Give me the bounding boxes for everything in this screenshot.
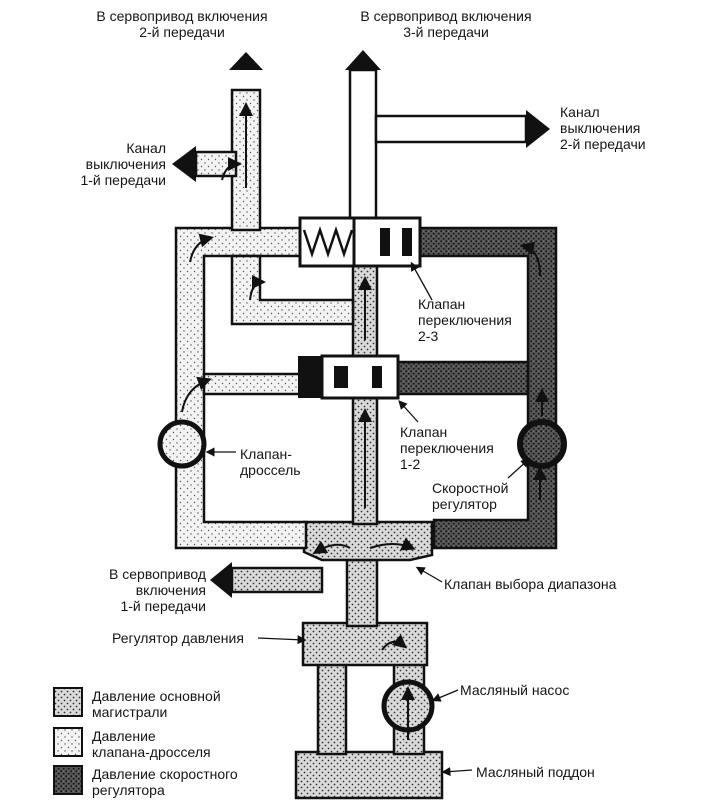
throttle-valve-ball (157, 419, 207, 469)
governor-channels (396, 226, 558, 550)
label-servo-1: В сервопривод включения 1-й передачи (109, 566, 206, 614)
leader-oil-pan (441, 766, 473, 777)
label-pressure-regulator: Регулятор давления (112, 630, 244, 646)
leader-speed-regulator (507, 458, 530, 479)
label-oil-pump: Масляный насос (460, 682, 570, 698)
pressure-regulator-body (301, 621, 429, 667)
servo-1-outlet (230, 566, 324, 594)
legend-label-main: Давление основной магистрали (92, 688, 221, 720)
label-speed-regulator: Скоростной регулятор (432, 480, 509, 512)
supply-stem (345, 558, 379, 628)
arrow-left-channel-off-1 (172, 146, 196, 182)
channel-off-1-line (194, 150, 238, 178)
speed-regulator-ball (517, 419, 567, 469)
label-range-valve: Клапан выбора диапазона (444, 576, 617, 592)
arrow-right-channel-off-2 (526, 110, 550, 148)
valve-23-spool (298, 216, 422, 268)
legend-label-governor: Давление скоростного регулятора (92, 766, 238, 798)
valve12-link (202, 372, 302, 396)
leader-pressure-regulator (257, 635, 307, 645)
label-top-servo-2: В сервопривод включения 2-й передачи (96, 8, 268, 40)
arrow-left-servo-1 (210, 562, 232, 598)
label-top-servo-3: В сервопривод включения 3-й передачи (360, 8, 532, 40)
leader-lines (205, 261, 530, 777)
servo-3-line (348, 68, 378, 232)
label-throttle-valve: Клапан- дроссель (240, 446, 301, 478)
arrow-up-servo-2 (229, 52, 263, 70)
range-valve-body (302, 520, 434, 562)
label-channel-off-2: Канал выключения 2-й передачи (560, 104, 646, 152)
valve-12-spool (298, 354, 400, 400)
legend-swatch-throttle (53, 727, 83, 757)
pump-loop-left (316, 660, 348, 756)
legend-swatch-main (53, 687, 83, 717)
label-valve-23: Клапан переключения 2-3 (418, 296, 512, 344)
label-channel-off-1: Канал выключения 1-й передачи (80, 140, 166, 188)
legend-swatch-governor (53, 765, 83, 795)
arrow-up-servo-3 (345, 50, 381, 70)
valve-23-spring (302, 226, 354, 258)
leader-valve-12 (398, 400, 419, 423)
output-arrows (172, 50, 550, 598)
throttle-channels (174, 88, 355, 550)
throttle-inner-branch (230, 254, 355, 326)
leader-oil-pump (431, 689, 459, 702)
leader-range-valve (415, 566, 443, 583)
valve12-right-cylinder (396, 360, 530, 396)
leader-valve-23 (410, 261, 433, 301)
legend-swatches (53, 687, 83, 795)
flow-arrows (181, 102, 549, 740)
label-oil-pan: Масляный поддон (476, 764, 595, 780)
oil-pan (294, 750, 444, 800)
channel-off-2-line (374, 114, 528, 144)
legend-label-throttle: Давление клапана-дросселя (92, 728, 211, 760)
label-valve-12: Клапан переключения 1-2 (400, 424, 494, 472)
exhaust-lines (348, 68, 528, 232)
